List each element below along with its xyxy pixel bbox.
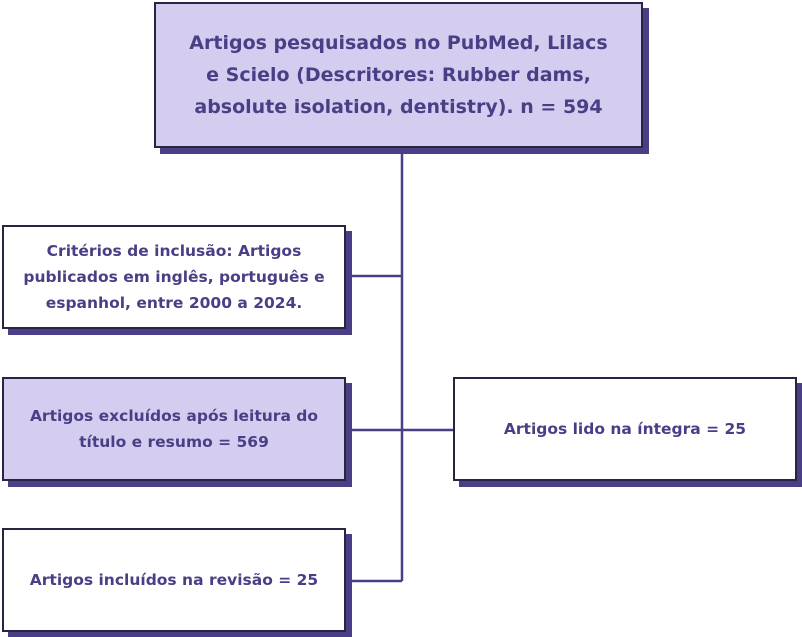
excluded-articles-box: Artigos excluídos após leitura do título… xyxy=(2,377,346,481)
search-results-text: Artigos pesquisados no PubMed, Lilacs e … xyxy=(189,32,608,118)
included-articles-text: Artigos incluídos na revisão = 25 xyxy=(29,571,319,589)
full-text-read-box: Artigos lido na íntegra = 25 xyxy=(453,377,797,481)
included-articles-box: Artigos incluídos na revisão = 25 xyxy=(2,528,346,632)
excluded-articles-text: Artigos excluídos após leitura do título… xyxy=(29,407,319,451)
search-results-box: Artigos pesquisados no PubMed, Lilacs e … xyxy=(154,2,643,148)
inclusion-criteria-box: Critérios de inclusão: Artigos publicado… xyxy=(2,225,346,329)
inclusion-criteria-text: Critérios de inclusão: Artigos publicado… xyxy=(23,242,325,312)
full-text-read-text: Artigos lido na íntegra = 25 xyxy=(503,420,747,438)
